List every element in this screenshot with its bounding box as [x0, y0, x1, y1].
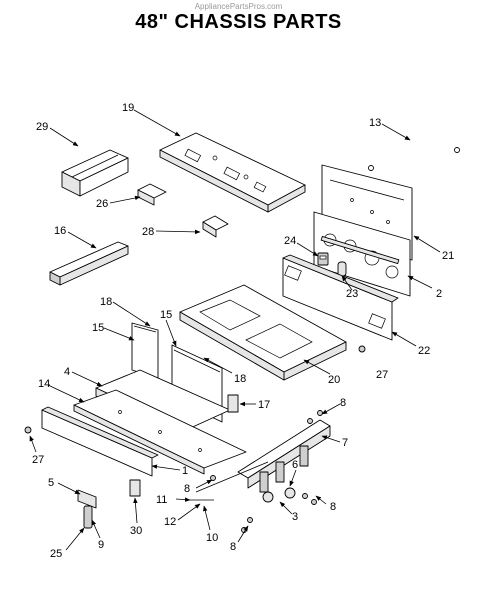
callout-3: 3: [292, 511, 298, 523]
callout-8-bottom: 8: [230, 541, 236, 553]
part-1-kick-plate: [41, 406, 159, 477]
callout-10: 10: [206, 532, 218, 544]
callout-8-left: 8: [184, 483, 190, 495]
leader-lines: [29, 109, 441, 551]
callout-7: 7: [342, 437, 348, 449]
callout-20: 20: [328, 374, 340, 386]
callout-8-right: 8: [330, 501, 336, 513]
callout-8-top: 8: [340, 397, 346, 409]
callout-23: 23: [346, 288, 358, 300]
part-2-control-panel: [313, 211, 411, 297]
callout-labels: 29 19 13 26 28 16 21 24 23 2 22 27 20 18…: [32, 102, 454, 560]
callout-27-left: 27: [32, 454, 44, 466]
part-3-valve: [262, 487, 296, 503]
part-29-bracket: [61, 149, 129, 197]
callout-9: 9: [98, 539, 104, 551]
part-7-manifold: [237, 419, 331, 493]
callout-25: 25: [50, 548, 62, 560]
part-23-knob: [337, 261, 347, 277]
callout-28: 28: [142, 226, 154, 238]
callout-15-right: 15: [160, 309, 172, 321]
callout-11: 11: [156, 494, 167, 506]
part-26-clip: [137, 183, 167, 206]
diagram-title: 48" CHASSIS PARTS: [135, 11, 342, 33]
part-5-bracket: [77, 489, 97, 529]
callout-29: 29: [36, 121, 48, 133]
part-15-side-panel-left: [131, 322, 159, 379]
part-27-screw-left: [24, 426, 32, 434]
callout-26: 26: [96, 198, 108, 210]
callout-16: 16: [54, 225, 66, 237]
callout-27-right: 27: [376, 369, 388, 381]
callout-5: 5: [48, 477, 54, 489]
callout-18-top: 18: [100, 296, 112, 308]
callout-18-bottom: 18: [234, 373, 246, 385]
part-30-clip: [129, 479, 141, 497]
callout-19: 19: [122, 102, 134, 114]
part-20-tray: [179, 284, 347, 381]
callout-21: 21: [442, 250, 454, 262]
callout-6: 6: [292, 459, 298, 471]
part-10-rod: [195, 461, 269, 493]
callout-2: 2: [436, 288, 442, 300]
callout-4: 4: [64, 366, 70, 378]
callout-24: 24: [284, 235, 296, 247]
part-14-base-plate: [73, 389, 247, 475]
part-22-trim-panel: [282, 254, 399, 341]
callout-30: 30: [130, 525, 142, 537]
callout-17: 17: [258, 399, 270, 411]
callout-12: 12: [164, 516, 176, 528]
watermark-text: AppliancePartsPros.com: [194, 2, 283, 11]
part-13-gas-tube: [368, 138, 460, 171]
part-19-chassis-plate: [159, 132, 306, 213]
callout-14: 14: [38, 378, 50, 390]
callout-22: 22: [418, 345, 430, 357]
part-28-clip: [202, 215, 229, 238]
callout-15-left: 15: [92, 322, 104, 334]
part-27-screw-right: [358, 345, 366, 353]
callout-13: 13: [369, 117, 381, 129]
part-17-block: [227, 394, 239, 413]
part-16-rail: [49, 241, 129, 286]
callout-1: 1: [182, 465, 188, 477]
part-24-switch: [317, 252, 329, 266]
